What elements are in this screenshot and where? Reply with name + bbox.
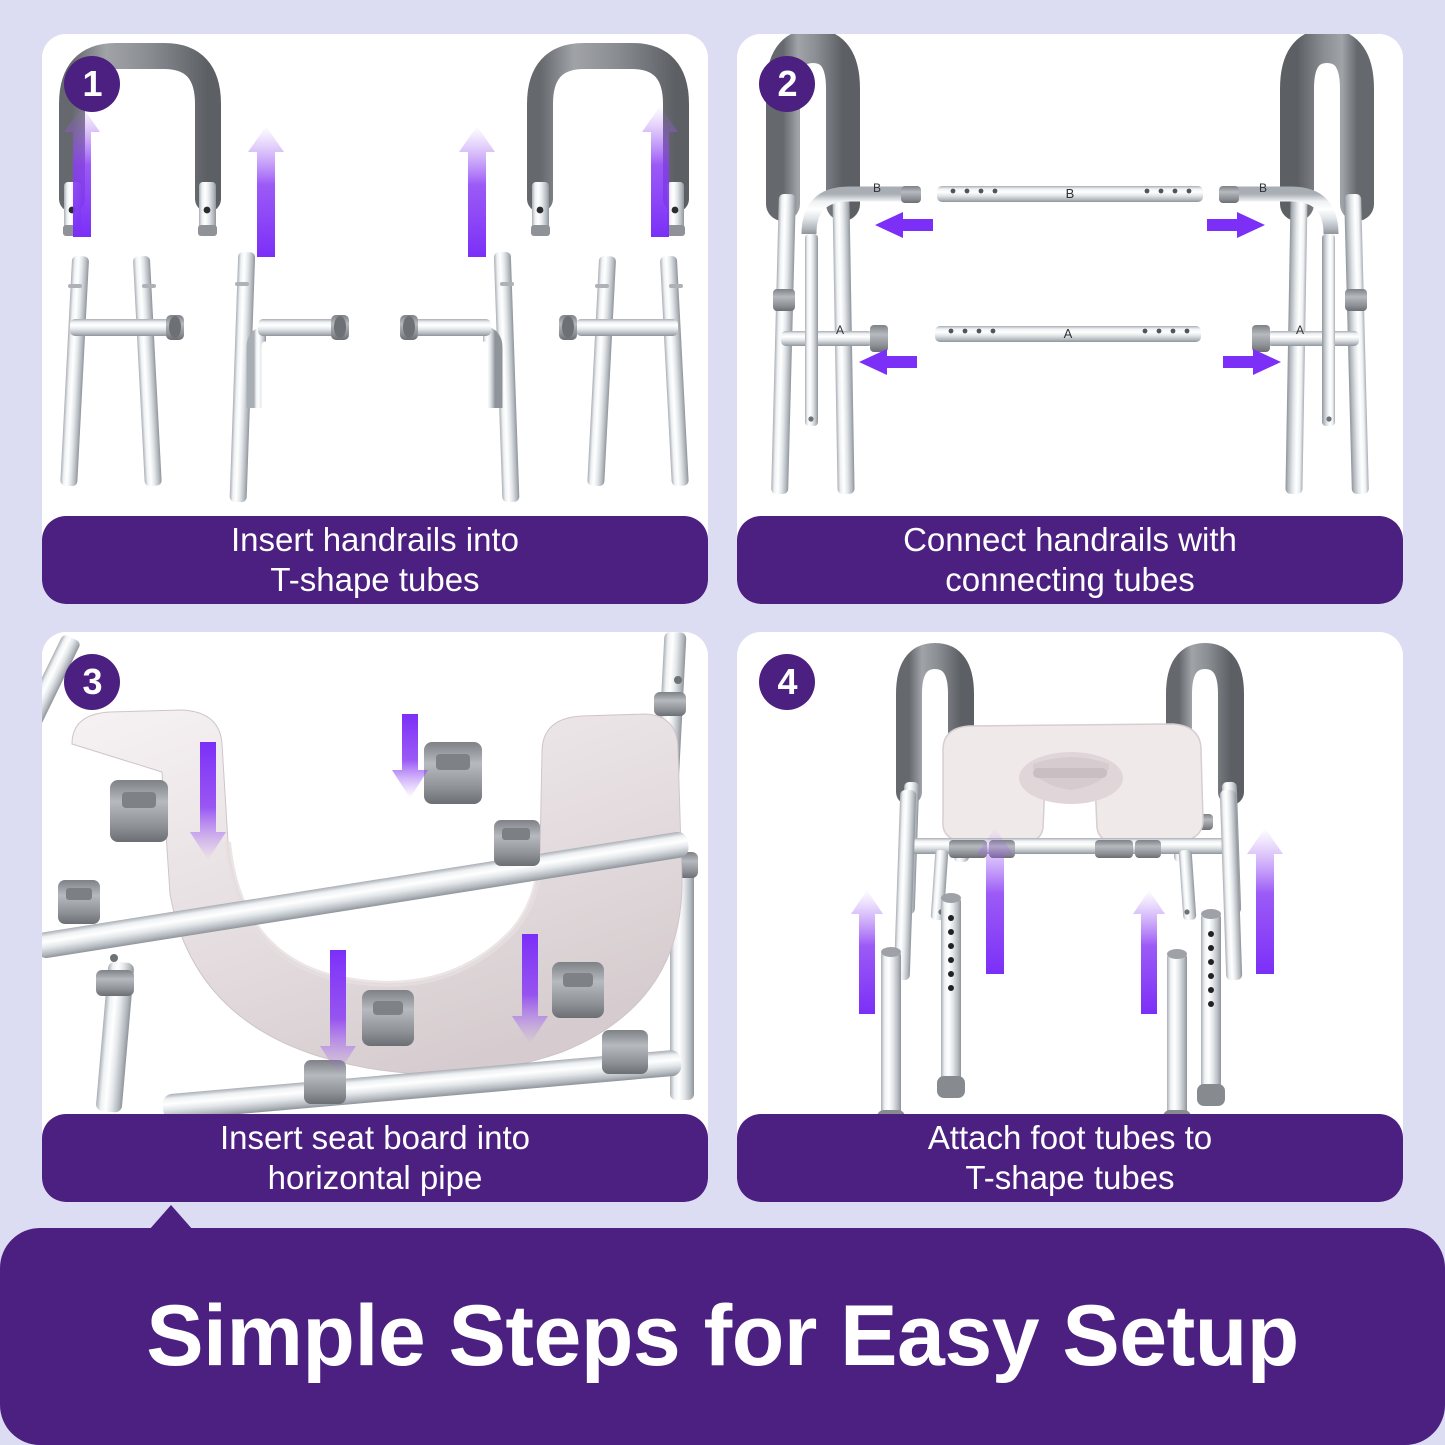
step-3-illustration [42,632,708,1114]
step-number-badge-4: 4 [759,654,815,710]
horizontal-pipe-lower [162,1030,682,1114]
steps-grid: 1 Insert handrails into T-shape tubes [42,34,1403,1202]
step-card-3: 3 Insert seat board into horizontal pipe [42,632,708,1202]
handrail-frame-right [1219,34,1374,495]
t-frame-right [559,255,689,487]
step-caption-2-line1: Connect handrails with [903,520,1237,558]
step-caption-3-line2: horizontal pipe [267,1159,483,1196]
step-1-illustration [42,34,708,516]
step-card-1: 1 Insert handrails into T-shape tubes [42,34,708,604]
up-arrow-3 [1133,890,1165,1014]
seat-clip-pad-right [424,742,482,804]
seat-clip-upper-left [58,880,100,924]
step-caption-2-line2: connecting tubes [945,561,1195,598]
toilet-seat [942,723,1204,843]
connecting-tube-B: B [937,186,1203,202]
right-arrow-lower [1223,349,1281,375]
step-caption-3: Insert seat board into horizontal pipe [42,1114,708,1202]
step-card-4: 4 Attach foot tubes to T-shape tubes [737,632,1403,1202]
step-caption-2: Connect handrails with connecting tubes [737,516,1403,604]
down-arrow-2 [392,714,428,798]
connecting-tube-A: A [935,326,1201,342]
step-2-illustration: B A [737,34,1403,516]
part-label-B-center: B [1066,186,1075,201]
part-label-B-right: B [1259,181,1267,195]
t-frame-left-inner [229,251,349,503]
banner-pointer-triangle [149,1205,193,1230]
up-arrow-1 [851,890,883,1014]
up-arrow-3 [459,126,495,257]
part-label-A-center: A [1064,326,1073,341]
step-caption-4: Attach foot tubes to T-shape tubes [737,1114,1403,1202]
part-label-A-left: A [836,323,844,337]
t-frame-left [60,255,184,487]
step-caption-1-line2: T-shape tubes [270,561,480,598]
bottom-banner: Simple Steps for Easy Setup [0,1228,1445,1445]
step-caption-1: Insert handrails into T-shape tubes [42,516,708,604]
step-card-2: B A [737,34,1403,604]
down-arrow-4 [512,934,548,1044]
step-caption-3-line1: Insert seat board into [219,1118,531,1156]
up-arrow-4 [642,106,678,237]
foot-tube-4 [1197,909,1225,1106]
t-frame-right-inner [400,251,520,503]
foot-tube-1 [877,947,905,1114]
step-number-badge-3: 3 [64,654,120,710]
part-label-B-left: B [873,181,881,195]
up-arrow-2 [977,828,1013,974]
banner-title: Simple Steps for Easy Setup [146,1288,1299,1384]
seat-clip-pad-left [110,780,168,842]
step-number-badge-1: 1 [64,56,120,112]
right-arrow-upper [1207,212,1265,238]
down-arrow-1 [190,742,226,860]
step-number-badge-2: 2 [759,56,815,112]
seat-clip-pad-lower-right [552,962,604,1018]
foot-tube-3 [1163,949,1191,1114]
seat-clip-pad-lower-left [362,990,414,1046]
handrail-right [527,43,689,236]
left-arrow-lower [859,349,917,375]
step-caption-4-line2: T-shape tubes [965,1159,1175,1196]
left-arrow-upper [875,212,933,238]
step-caption-1-line1: Insert handrails into [231,520,519,558]
up-arrow-1 [64,106,100,237]
seat-clip-upper-right [494,820,540,866]
part-label-A-right: A [1296,323,1304,337]
up-arrow-4 [1247,828,1283,974]
handrail-frame-left: B A [766,34,921,495]
foot-tube-2 [937,893,965,1098]
step-4-illustration [737,632,1403,1114]
step-caption-4-line1: Attach foot tubes to [927,1118,1213,1156]
up-arrow-2 [248,126,284,257]
down-arrow-3 [320,950,356,1074]
